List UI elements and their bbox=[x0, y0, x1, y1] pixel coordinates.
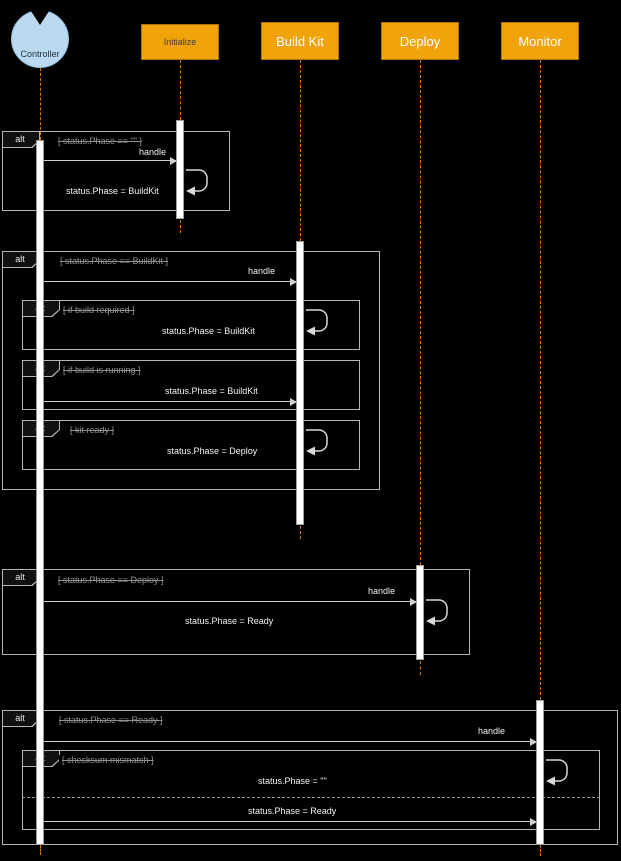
fragment-operator-tag: alt bbox=[2, 131, 40, 148]
fragment-operator-label: alt bbox=[15, 713, 25, 723]
guard-label-status-deploy: [ status.Phase == Deploy ] bbox=[55, 575, 167, 586]
fragment-tag-shape bbox=[3, 570, 39, 585]
fragment-operator-label: alt bbox=[15, 254, 25, 264]
participant-initialize: Initialize bbox=[141, 24, 219, 60]
guard-label-status-ready: [ status.Phase == Ready ] bbox=[56, 715, 166, 726]
participant-build-kit-label: Build Kit bbox=[276, 33, 324, 49]
message-label-set-empty: status.Phase = "" bbox=[255, 776, 330, 787]
self-message-arrow-icon bbox=[546, 759, 568, 786]
participant-initialize-label: Initialize bbox=[163, 37, 197, 47]
guard-label-build-running: [ if build is running ] bbox=[60, 365, 144, 376]
guard-label-build-required: [ if build required ] bbox=[60, 305, 138, 316]
alt-fragment-status-empty: alt bbox=[2, 131, 230, 211]
guard-label-checksum: [ checksum mismatch ] bbox=[59, 755, 157, 766]
fragment-operator-tag: alt bbox=[2, 569, 40, 586]
fragment-tag-shape bbox=[3, 711, 39, 726]
lifeline-initialize-tail bbox=[180, 220, 181, 233]
lifeline-initialize bbox=[180, 60, 181, 120]
activation-controller bbox=[36, 140, 44, 845]
message-label-set-buildkit-1: status.Phase = BuildKit bbox=[63, 186, 162, 197]
self-message-arrow-icon bbox=[306, 309, 328, 336]
lifeline-monitor bbox=[540, 60, 541, 700]
lifeline-monitor-tail bbox=[540, 845, 541, 856]
alt-fragment-status-buildkit: alt bbox=[2, 251, 380, 490]
self-message-arrow-icon bbox=[186, 169, 208, 196]
message-label-set-buildkit-2: status.Phase = BuildKit bbox=[159, 326, 258, 337]
arrowhead-icon bbox=[290, 398, 297, 406]
message-label-handle-deploy: handle bbox=[365, 586, 399, 597]
fragment-tag-shape bbox=[3, 132, 39, 147]
fragment-operator-label: alt bbox=[15, 134, 25, 144]
guard-label-kit-ready: [ kit ready ] bbox=[67, 425, 118, 436]
message-label-set-deploy: status.Phase = Deploy bbox=[164, 446, 261, 457]
message-arrow-handle-initialize bbox=[44, 157, 177, 165]
message-label-set-buildkit-3: status.Phase = BuildKit bbox=[162, 386, 261, 397]
activation-deploy bbox=[416, 565, 424, 660]
activation-initialize bbox=[176, 120, 184, 219]
arrowhead-icon bbox=[170, 157, 177, 165]
participant-deploy: Deploy bbox=[381, 22, 459, 60]
message-arrow-handle-build-kit bbox=[44, 278, 297, 286]
message-arrow-status-buildkit-running bbox=[44, 398, 297, 406]
controller-actor: Controller bbox=[11, 8, 69, 68]
alt-fragment-status-ready: alt bbox=[2, 710, 618, 845]
self-message-arrow-icon bbox=[306, 429, 328, 456]
arrowhead-icon bbox=[530, 818, 537, 826]
message-arrow-handle-deploy bbox=[44, 598, 417, 606]
fragment-operator-tag: alt bbox=[2, 710, 40, 727]
arrowhead-icon bbox=[530, 738, 537, 746]
guard-label-status-buildkit: [ status.Phase == BuildKit ] bbox=[57, 256, 172, 267]
lifeline-controller-tail bbox=[40, 845, 41, 855]
lifeline-controller bbox=[40, 68, 41, 140]
message-label-handle-initialize: handle bbox=[136, 147, 170, 158]
participant-monitor-label: Monitor bbox=[518, 33, 562, 49]
fragment-operator-label: alt bbox=[15, 572, 25, 582]
participant-deploy-label: Deploy bbox=[399, 33, 441, 49]
control-stereotype-icon bbox=[29, 8, 51, 25]
message-label-set-ready-1: status.Phase = Ready bbox=[182, 616, 277, 627]
arrowhead-icon bbox=[290, 278, 297, 286]
fragment-tag-shape bbox=[3, 252, 39, 267]
alt-else-divider bbox=[22, 797, 600, 798]
lifeline-build-kit bbox=[300, 60, 301, 241]
lifeline-build-kit-tail bbox=[300, 526, 301, 539]
self-message-arrow-icon bbox=[426, 599, 448, 626]
message-label-handle-monitor: handle bbox=[475, 726, 509, 737]
activation-monitor bbox=[536, 700, 544, 845]
message-label-handle-build-kit: handle bbox=[245, 266, 279, 277]
arrowhead-icon bbox=[410, 598, 417, 606]
alt-fragment-status-deploy: alt bbox=[2, 569, 470, 655]
message-label-set-ready-2: status.Phase = Ready bbox=[245, 806, 340, 817]
lifeline-deploy bbox=[420, 60, 421, 565]
activation-build-kit bbox=[296, 241, 304, 525]
message-arrow-handle-monitor bbox=[44, 738, 537, 746]
participant-build-kit: Build Kit bbox=[261, 22, 339, 60]
controller-label: Controller bbox=[20, 49, 60, 59]
guard-label-status-empty: [ status.Phase == "" ] bbox=[55, 136, 145, 147]
lifeline-deploy-tail bbox=[420, 661, 421, 675]
message-arrow-status-ready-else bbox=[44, 818, 537, 826]
fragment-operator-tag: alt bbox=[2, 251, 40, 268]
participant-monitor: Monitor bbox=[501, 22, 579, 60]
